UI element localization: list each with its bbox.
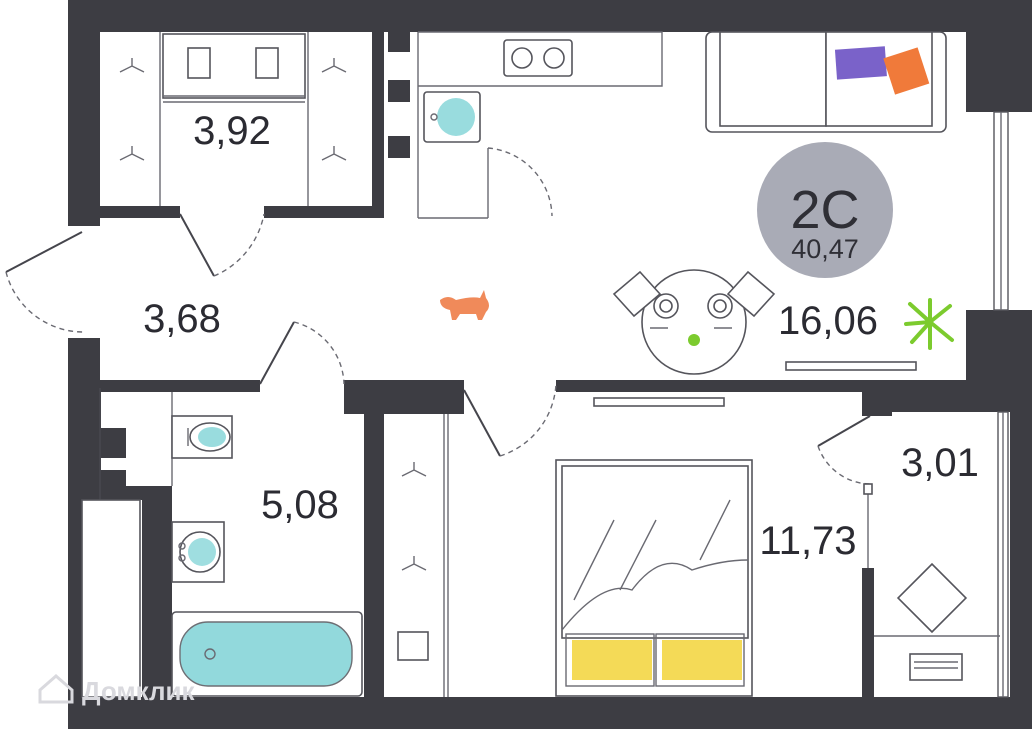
- area-labels: 3,92 3,68 5,08 16,06 11,73 3,01: [143, 109, 979, 563]
- laptop-icon: [909, 653, 963, 681]
- unit-code: 2С: [790, 180, 859, 240]
- chair-icon: [612, 270, 776, 318]
- sink-icon: [423, 91, 481, 143]
- plant-icon: [904, 298, 954, 350]
- unit-badge: 2С 40,47: [757, 142, 893, 278]
- domclick-logo-icon: [38, 674, 74, 704]
- window-balcony: [997, 411, 1009, 698]
- bedroom: [397, 414, 753, 697]
- wardrobe-room: [119, 32, 347, 206]
- tv-stand: [593, 361, 917, 407]
- balcony: [874, 562, 1000, 681]
- bathroom: [81, 392, 363, 698]
- window-living: [993, 111, 1009, 311]
- toilet-icon: [187, 422, 231, 452]
- watermark: Домклик: [38, 674, 195, 706]
- bathtub-icon: [171, 611, 363, 697]
- area-label-kitchen-living: 16,06: [778, 299, 878, 343]
- hanger-icon: [401, 462, 427, 571]
- unit-total-area: 40,47: [791, 234, 859, 264]
- watermark-text: Домклик: [82, 676, 195, 706]
- area-label-bedroom: 11,73: [759, 519, 856, 563]
- area-label-balcony: 3,01: [901, 441, 979, 485]
- hanger-icon: [119, 58, 347, 161]
- cat-icon: [440, 290, 489, 320]
- doors: [5, 147, 873, 568]
- area-label-bathroom: 5,08: [261, 483, 339, 527]
- washbasin-icon: [171, 521, 225, 583]
- area-label-wardrobe: 3,92: [193, 109, 271, 153]
- sofa: [705, 31, 947, 133]
- desk-chair-icon: [896, 562, 968, 634]
- dining-table: [612, 269, 776, 375]
- bed-icon: [555, 459, 753, 697]
- kitchen-counter: [418, 31, 663, 143]
- area-label-hallway: 3,68: [143, 297, 221, 341]
